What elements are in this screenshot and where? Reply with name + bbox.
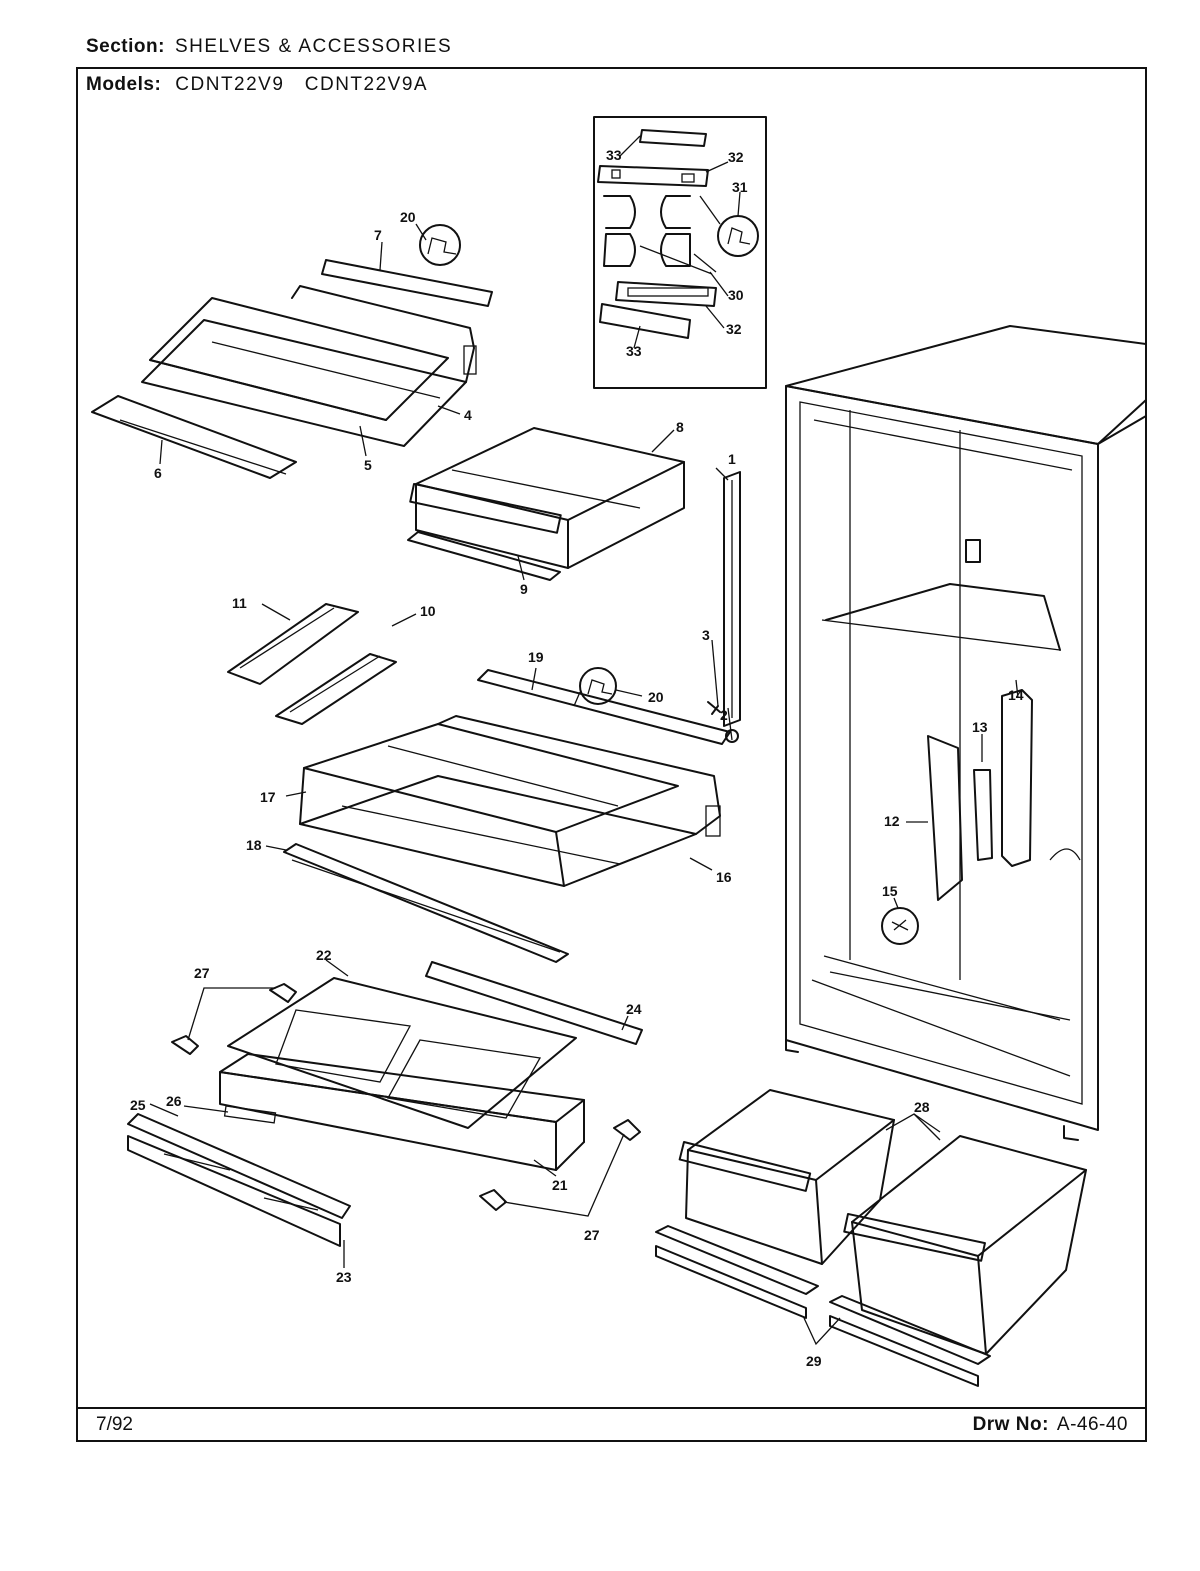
- footer-divider: [76, 1407, 1147, 1409]
- callout-9: 9: [520, 581, 528, 597]
- shelf-support-pair: [227, 603, 397, 725]
- leader-lines: [149, 135, 1019, 1346]
- callout-29: 29: [806, 1353, 822, 1369]
- callout-30: 30: [728, 287, 744, 303]
- middle-shelf-assembly: [283, 667, 731, 963]
- callout-13: 13: [972, 719, 988, 735]
- callout-20-middle: 20: [648, 689, 664, 705]
- callout-28: 28: [914, 1099, 930, 1115]
- models-value: CDNT22V9 CDNT22V9A: [175, 74, 429, 95]
- section-value: SHELVES & ACCESSORIES: [174, 36, 453, 57]
- callout-11: 11: [232, 595, 247, 611]
- callout-22: 22: [316, 947, 332, 963]
- models-heading: Models: CDNT22V9 CDNT22V9A: [86, 74, 428, 96]
- callout-27-left: 27: [194, 965, 210, 981]
- section-label: Section:: [86, 36, 165, 57]
- callout-19: 19: [528, 649, 544, 665]
- callout-23: 23: [336, 1269, 352, 1285]
- shelf-rail-assembly: [707, 471, 741, 743]
- callout-25: 25: [130, 1097, 146, 1113]
- diagram-frame: [76, 67, 1147, 1442]
- drawing-number: A-46-40: [1056, 1414, 1128, 1435]
- callout-31: 31: [732, 179, 748, 195]
- callout-numbers: 1 2 3 4 5 6 7 8 9 10 11 12 13 14 15 16 1…: [130, 147, 1024, 1369]
- callout-17: 17: [260, 789, 276, 805]
- callout-14: 14: [1008, 687, 1024, 703]
- callout-32-bottom: 32: [726, 321, 742, 337]
- crisper-cover-assembly: [127, 961, 643, 1247]
- callout-10: 10: [420, 603, 436, 619]
- callout-3: 3: [702, 627, 710, 643]
- cabinet-outline: [785, 325, 1147, 1141]
- callout-21: 21: [552, 1177, 568, 1193]
- callout-5: 5: [364, 457, 372, 473]
- crisper-bins: [655, 1089, 1087, 1387]
- callout-33-top: 33: [606, 147, 622, 163]
- callout-2: 2: [720, 707, 728, 723]
- upper-shelf-assembly: [91, 224, 493, 479]
- drawing-number-block: Drw No: A-46-40: [973, 1414, 1128, 1436]
- callout-16: 16: [716, 869, 732, 885]
- callout-15: 15: [882, 883, 898, 899]
- callout-8: 8: [676, 419, 684, 435]
- callout-24: 24: [626, 1001, 642, 1017]
- callout-18: 18: [246, 837, 262, 853]
- callout-20-upper: 20: [400, 209, 416, 225]
- callout-4: 4: [464, 407, 472, 423]
- section-heading: Section: SHELVES & ACCESSORIES: [86, 36, 452, 58]
- callout-6: 6: [154, 465, 162, 481]
- drawing-number-label: Drw No:: [972, 1414, 1049, 1435]
- callout-12: 12: [884, 813, 900, 829]
- callout-32-top: 32: [728, 149, 744, 165]
- callout-7: 7: [374, 227, 382, 243]
- revision-date: 7/92: [96, 1414, 133, 1435]
- callout-33-bottom: 33: [626, 343, 642, 359]
- callout-1: 1: [728, 451, 736, 467]
- callout-26: 26: [166, 1093, 182, 1109]
- door-bin-inset: [593, 116, 767, 389]
- meat-pan-assembly: [407, 427, 685, 581]
- models-label: Models:: [86, 74, 162, 95]
- callout-27-right: 27: [584, 1227, 600, 1243]
